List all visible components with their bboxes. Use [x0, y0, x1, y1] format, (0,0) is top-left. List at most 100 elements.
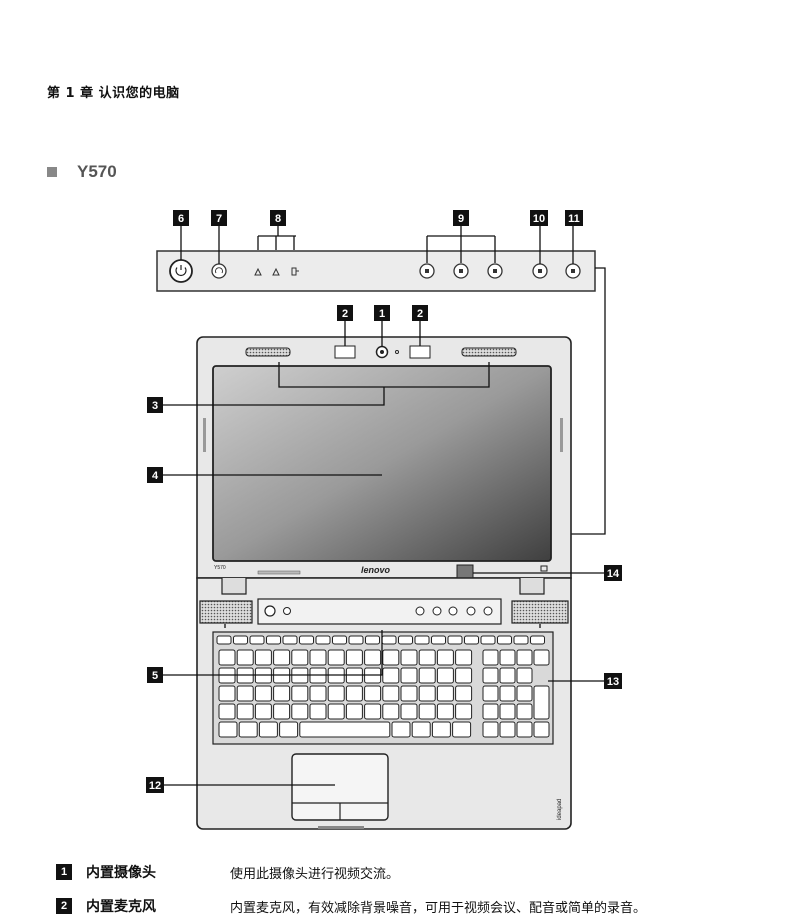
svg-text:3: 3 [152, 400, 158, 412]
keyboard-key [382, 703, 400, 720]
keyboard-key [436, 685, 454, 702]
keyboard-key [482, 667, 499, 684]
keyboard-key [533, 649, 550, 666]
keyboard-key [365, 635, 380, 645]
keyboard-key [497, 635, 512, 645]
keyboard-key [282, 635, 298, 645]
keyboard-key [236, 685, 254, 702]
keyboard-key [455, 649, 473, 666]
keyboard-key [299, 721, 391, 738]
section-heading: Y570 [47, 162, 117, 182]
battery-indicator-icon [291, 267, 299, 276]
keyboard-key [436, 649, 454, 666]
keyboard-key [499, 703, 516, 720]
laptop-base: ideapad [196, 577, 572, 830]
keyboard-key [254, 703, 272, 720]
keyboard-key [218, 721, 238, 738]
keyboard-key [299, 635, 314, 645]
svg-text:9: 9 [458, 213, 464, 225]
keyboard-key [236, 649, 254, 666]
keyboard-key [482, 649, 499, 666]
list-item: 1 内置摄像头 使用此摄像头进行视频交流。 [56, 862, 756, 882]
keyboard-key [516, 649, 533, 666]
list-item: 2 内置麦克风 内置麦克风，有效减除背景噪音，可用于视频会议、配音或简单的录音。 [56, 896, 756, 916]
side-brand-text: ideapad [557, 799, 563, 820]
keyboard-key [218, 649, 236, 666]
svg-text:5: 5 [152, 670, 158, 682]
keyboard-key [499, 667, 516, 684]
svg-text:6: 6 [178, 213, 184, 225]
keyboard-key [327, 649, 345, 666]
keyboard-key [309, 649, 327, 666]
keyboard-key [464, 635, 479, 645]
control-strip [156, 250, 596, 292]
keyboard-key [391, 721, 411, 738]
keyboard-key [291, 685, 309, 702]
keyboard-key [400, 703, 418, 720]
keyboard-key [273, 703, 291, 720]
keyboard-key [254, 685, 272, 702]
keyboard-key [332, 635, 347, 645]
callout-9: 9 [453, 210, 469, 226]
keyboard-key [238, 721, 258, 738]
keyboard-key [309, 703, 327, 720]
keyboard-key [364, 685, 382, 702]
keyboard-key [345, 685, 363, 702]
keyboard-key [345, 703, 363, 720]
keyboard-key [218, 703, 236, 720]
keyboard-key [309, 685, 327, 702]
item-description: 内置麦克风，有效减除背景噪音，可用于视频会议、配音或简单的录音。 [230, 901, 647, 916]
bullet-square [47, 166, 57, 177]
keyboard-key [455, 667, 473, 684]
laptop-lid: lenovo Y570 [196, 336, 572, 581]
keyboard-key [233, 635, 248, 645]
onekey-rescue-icon [211, 263, 227, 279]
keyboard-key [482, 721, 499, 738]
item-number: 1 [56, 864, 72, 880]
keyboard-key [273, 685, 291, 702]
callout-5: 5 [147, 667, 163, 683]
keyboard-key [516, 703, 533, 720]
keyboard-key [382, 685, 400, 702]
callout-14: 14 [604, 565, 622, 581]
keyboard-key [455, 703, 473, 720]
keyboard-key [516, 685, 533, 702]
keyboard-key [533, 721, 550, 738]
keyboard-key [327, 703, 345, 720]
svg-text:4: 4 [152, 470, 159, 482]
keyboard-key [273, 649, 291, 666]
callout-2a: 2 [337, 305, 353, 321]
callout-4: 4 [147, 467, 163, 483]
keyboard-keys [216, 635, 550, 738]
screen [212, 365, 552, 562]
keyboard-key [482, 703, 499, 720]
svg-text:10: 10 [533, 213, 545, 225]
callout-badges: 6 7 8 9 10 11 2 1 2 3 4 14 5 13 12 [146, 210, 622, 793]
keyboard-key [382, 667, 400, 684]
keyboard-key [291, 649, 309, 666]
item-name: 内置摄像头 [86, 865, 156, 881]
keyboard-key [258, 721, 278, 738]
keyboard-key [418, 667, 436, 684]
keyboard-key [345, 649, 363, 666]
chapter-header: 第 1 章 认识您的电脑 [47, 86, 180, 101]
keyboard-key [482, 685, 499, 702]
keyboard-key [418, 703, 436, 720]
keyboard-key [480, 635, 496, 645]
keyboard-key [436, 703, 454, 720]
power-button-icon [169, 259, 193, 283]
keyboard-key [411, 721, 431, 738]
keyboard-key [266, 635, 281, 645]
keyboard-key [516, 667, 533, 684]
keyboard-key [249, 635, 265, 645]
keyboard-key [533, 685, 550, 720]
drive-indicator-icon [272, 267, 280, 276]
callout-11: 11 [565, 210, 583, 226]
keyboard-key [499, 685, 516, 702]
keyboard-key [499, 649, 516, 666]
model-small-text: Y570 [214, 565, 226, 571]
keyboard-key [382, 649, 400, 666]
svg-text:12: 12 [149, 780, 161, 792]
callout-2b: 2 [412, 305, 428, 321]
